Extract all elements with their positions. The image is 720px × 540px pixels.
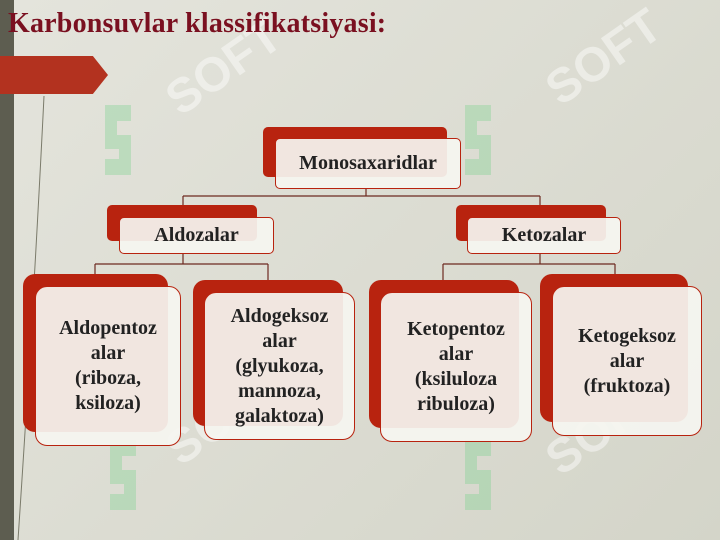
leaf-text-line: ksiloza) xyxy=(75,392,141,414)
watermark-logo-icon xyxy=(110,440,136,510)
leaf-text-line: Ketogeksoz xyxy=(578,324,676,347)
watermark-logo-icon xyxy=(465,440,491,510)
leaf-text-line: alar xyxy=(262,329,297,352)
title-arrow-accent xyxy=(0,56,108,94)
leaf-ketopentozalar: Ketopentoz alar (ksiluloza ribuloza) xyxy=(380,292,532,442)
leaf-aldopentozalar: Aldopentoz alar (riboza, ksiloza) xyxy=(35,286,181,446)
leaf-text-line: alar xyxy=(438,343,474,365)
leaf-text-line: (glyukoza, xyxy=(235,354,324,377)
leaf-text-line: alar xyxy=(609,349,645,372)
leaf-text-line: (fruktoza) xyxy=(583,374,671,397)
root-node-monosaxaridlar: Monosaxaridlar xyxy=(275,138,461,189)
leaf-text-line: ribuloza) xyxy=(417,393,495,415)
leaf-text-line: Aldogeksoz xyxy=(230,304,329,327)
node-ketozalar: Ketozalar xyxy=(467,217,621,254)
watermark-logo-icon xyxy=(465,105,491,175)
left-sidebar-bar xyxy=(0,0,14,540)
leaf-text-line: alar xyxy=(90,342,126,364)
leaf-text-line: mannoza, xyxy=(238,379,321,402)
leaf-aldogeksozalar: Aldogeksoz alar (glyukoza, mannoza, gala… xyxy=(204,292,355,440)
leaf-ketogeksozalar: Ketogeksoz alar (fruktoza) xyxy=(552,286,702,436)
leaf-text-line: (riboza, xyxy=(74,367,142,389)
leaf-text-line: Aldopentoz xyxy=(59,317,157,339)
node-aldozalar: Aldozalar xyxy=(119,217,274,254)
slide-title: Karbonsuvlar klassifikatsiyasi: xyxy=(8,8,387,39)
leaf-text-line: galaktoza) xyxy=(235,404,324,427)
watermark-logo-icon xyxy=(105,105,131,175)
leaf-text-line: Ketopentoz xyxy=(407,318,505,340)
leaf-text-line: (ksiluloza xyxy=(414,368,498,390)
